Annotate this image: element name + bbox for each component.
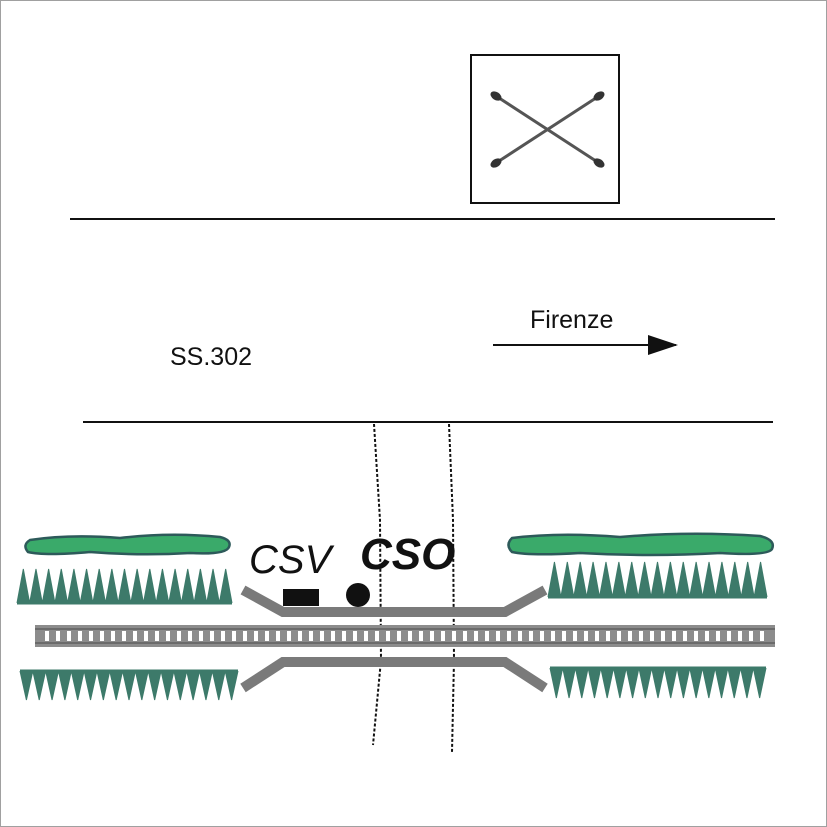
- road-name-label: SS.302: [170, 343, 252, 371]
- vegetation-spikes-left-top: [16, 568, 233, 605]
- vegetation-spikes-right-top: [547, 561, 768, 599]
- direction-label: Firenze: [530, 306, 613, 334]
- cso-marker: [346, 583, 370, 607]
- csv-marker: [283, 589, 319, 606]
- platform-north: [240, 585, 548, 617]
- vegetation-spikes-right-bottom: [549, 666, 767, 699]
- hedge-left: [24, 533, 231, 556]
- crossing-path-right: [448, 423, 456, 753]
- vegetation-spikes-left-bottom: [19, 669, 239, 701]
- level-crossing-symbol: [470, 54, 620, 204]
- crossing-path-left: [372, 423, 383, 746]
- railway-track: [35, 625, 775, 647]
- csv-label: CSV: [249, 538, 335, 582]
- cso-label: CSO: [360, 530, 455, 579]
- hedge-right: [507, 532, 774, 557]
- platform-south: [240, 657, 548, 693]
